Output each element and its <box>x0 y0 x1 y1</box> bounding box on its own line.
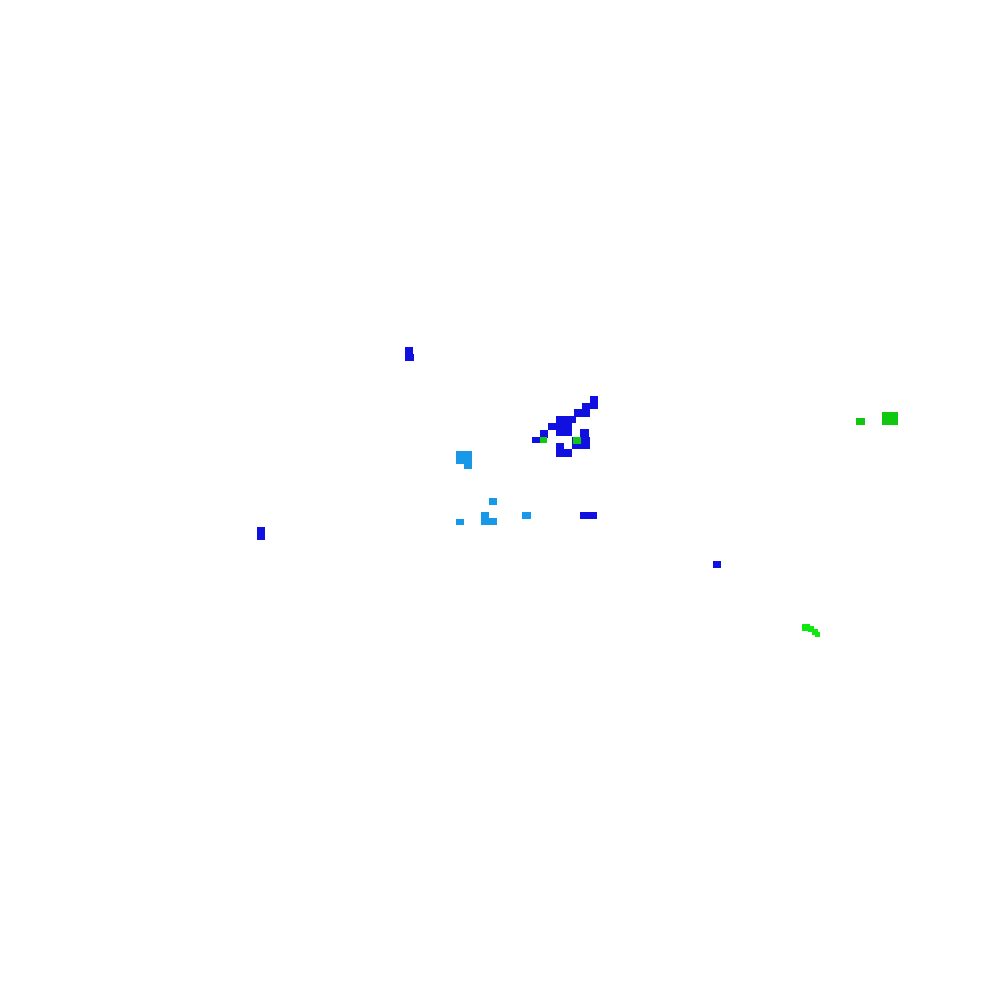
light-blue-blob-pixel <box>464 462 472 469</box>
light-blue-scatter-pixel <box>481 518 497 525</box>
blue-dash-pixel <box>580 512 597 519</box>
blue-cluster-center-pixel <box>556 423 572 436</box>
blue-dash <box>580 512 597 519</box>
green-dots-in-center-cluster-pixel <box>573 437 581 444</box>
blue-cluster-center-pixel <box>556 416 576 423</box>
blue-cluster-center-pixel <box>590 396 598 404</box>
blue-cluster-center-pixel <box>532 437 542 443</box>
light-blue-scatter-pixel <box>456 519 464 525</box>
blue-dot-left <box>257 527 265 540</box>
blue-cluster-center-pixel <box>540 430 548 438</box>
blue-cluster-center-pixel <box>574 409 590 417</box>
blue-dot-bottom-pixel <box>713 561 721 568</box>
blue-cluster-center <box>532 396 598 457</box>
green-streak-bottom-right <box>802 624 820 637</box>
blue-dot-top-left <box>405 347 414 361</box>
blue-cluster-center-pixel <box>582 403 598 409</box>
light-blue-scatter-pixel <box>481 512 489 520</box>
blue-dot-top-left-pixel <box>405 354 414 361</box>
blue-cluster-center-pixel <box>556 443 564 452</box>
blue-dot-bottom <box>713 561 721 568</box>
green-cluster-right-pixel <box>882 412 898 425</box>
light-blue-blob-pixel <box>456 451 472 464</box>
light-blue-blob <box>456 451 472 469</box>
green-cluster-right-pixel <box>856 418 865 425</box>
green-streak-bottom-right-pixel <box>802 624 810 631</box>
green-dots-in-center-cluster <box>540 437 581 444</box>
blue-cluster-center-pixel <box>548 423 560 430</box>
green-streak-bottom-right-pixel <box>808 626 814 632</box>
blue-cluster-center-pixel <box>580 429 589 441</box>
light-blue-scatter-pixel <box>489 498 497 505</box>
green-cluster-right <box>856 412 898 425</box>
blue-cluster-center-pixel <box>556 449 572 457</box>
light-blue-scatter-pixel <box>522 512 531 519</box>
green-dots-in-center-cluster-pixel <box>540 437 547 443</box>
green-streak-bottom-right-pixel <box>815 632 820 637</box>
blue-dot-left-pixel <box>257 527 265 540</box>
blue-dot-top-left-pixel <box>405 347 413 354</box>
light-blue-scatter <box>456 498 531 525</box>
